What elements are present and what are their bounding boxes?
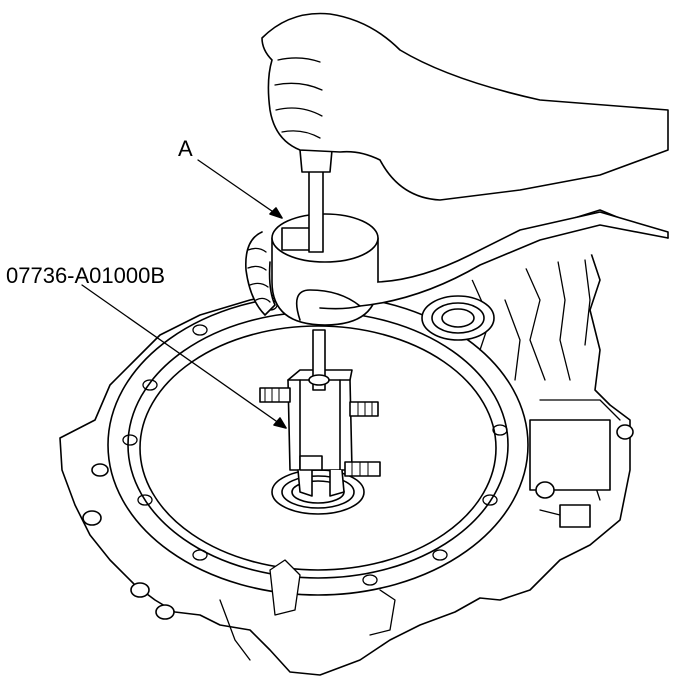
lower-hand-fingers [247,247,271,303]
output-seal-opening [421,295,495,341]
lower-castings [219,559,396,661]
leader-arrow-a [269,207,283,219]
side-fittings [529,419,634,528]
seal-puller-tool [259,329,381,497]
leader-line-a [197,159,283,219]
leader-line-tool [81,284,287,429]
bell-housing-face [139,325,497,571]
housing-bolts [82,463,175,620]
leader-arrow-tool [273,417,287,429]
lower-forearm [359,211,669,307]
upper-hand-fingers [274,57,323,139]
upper-hand [261,12,669,201]
callout-label-tool-number: 07736-A01000B [6,263,166,288]
slide-hammer-weight [271,149,379,326]
callout-label-a: A [178,136,193,161]
